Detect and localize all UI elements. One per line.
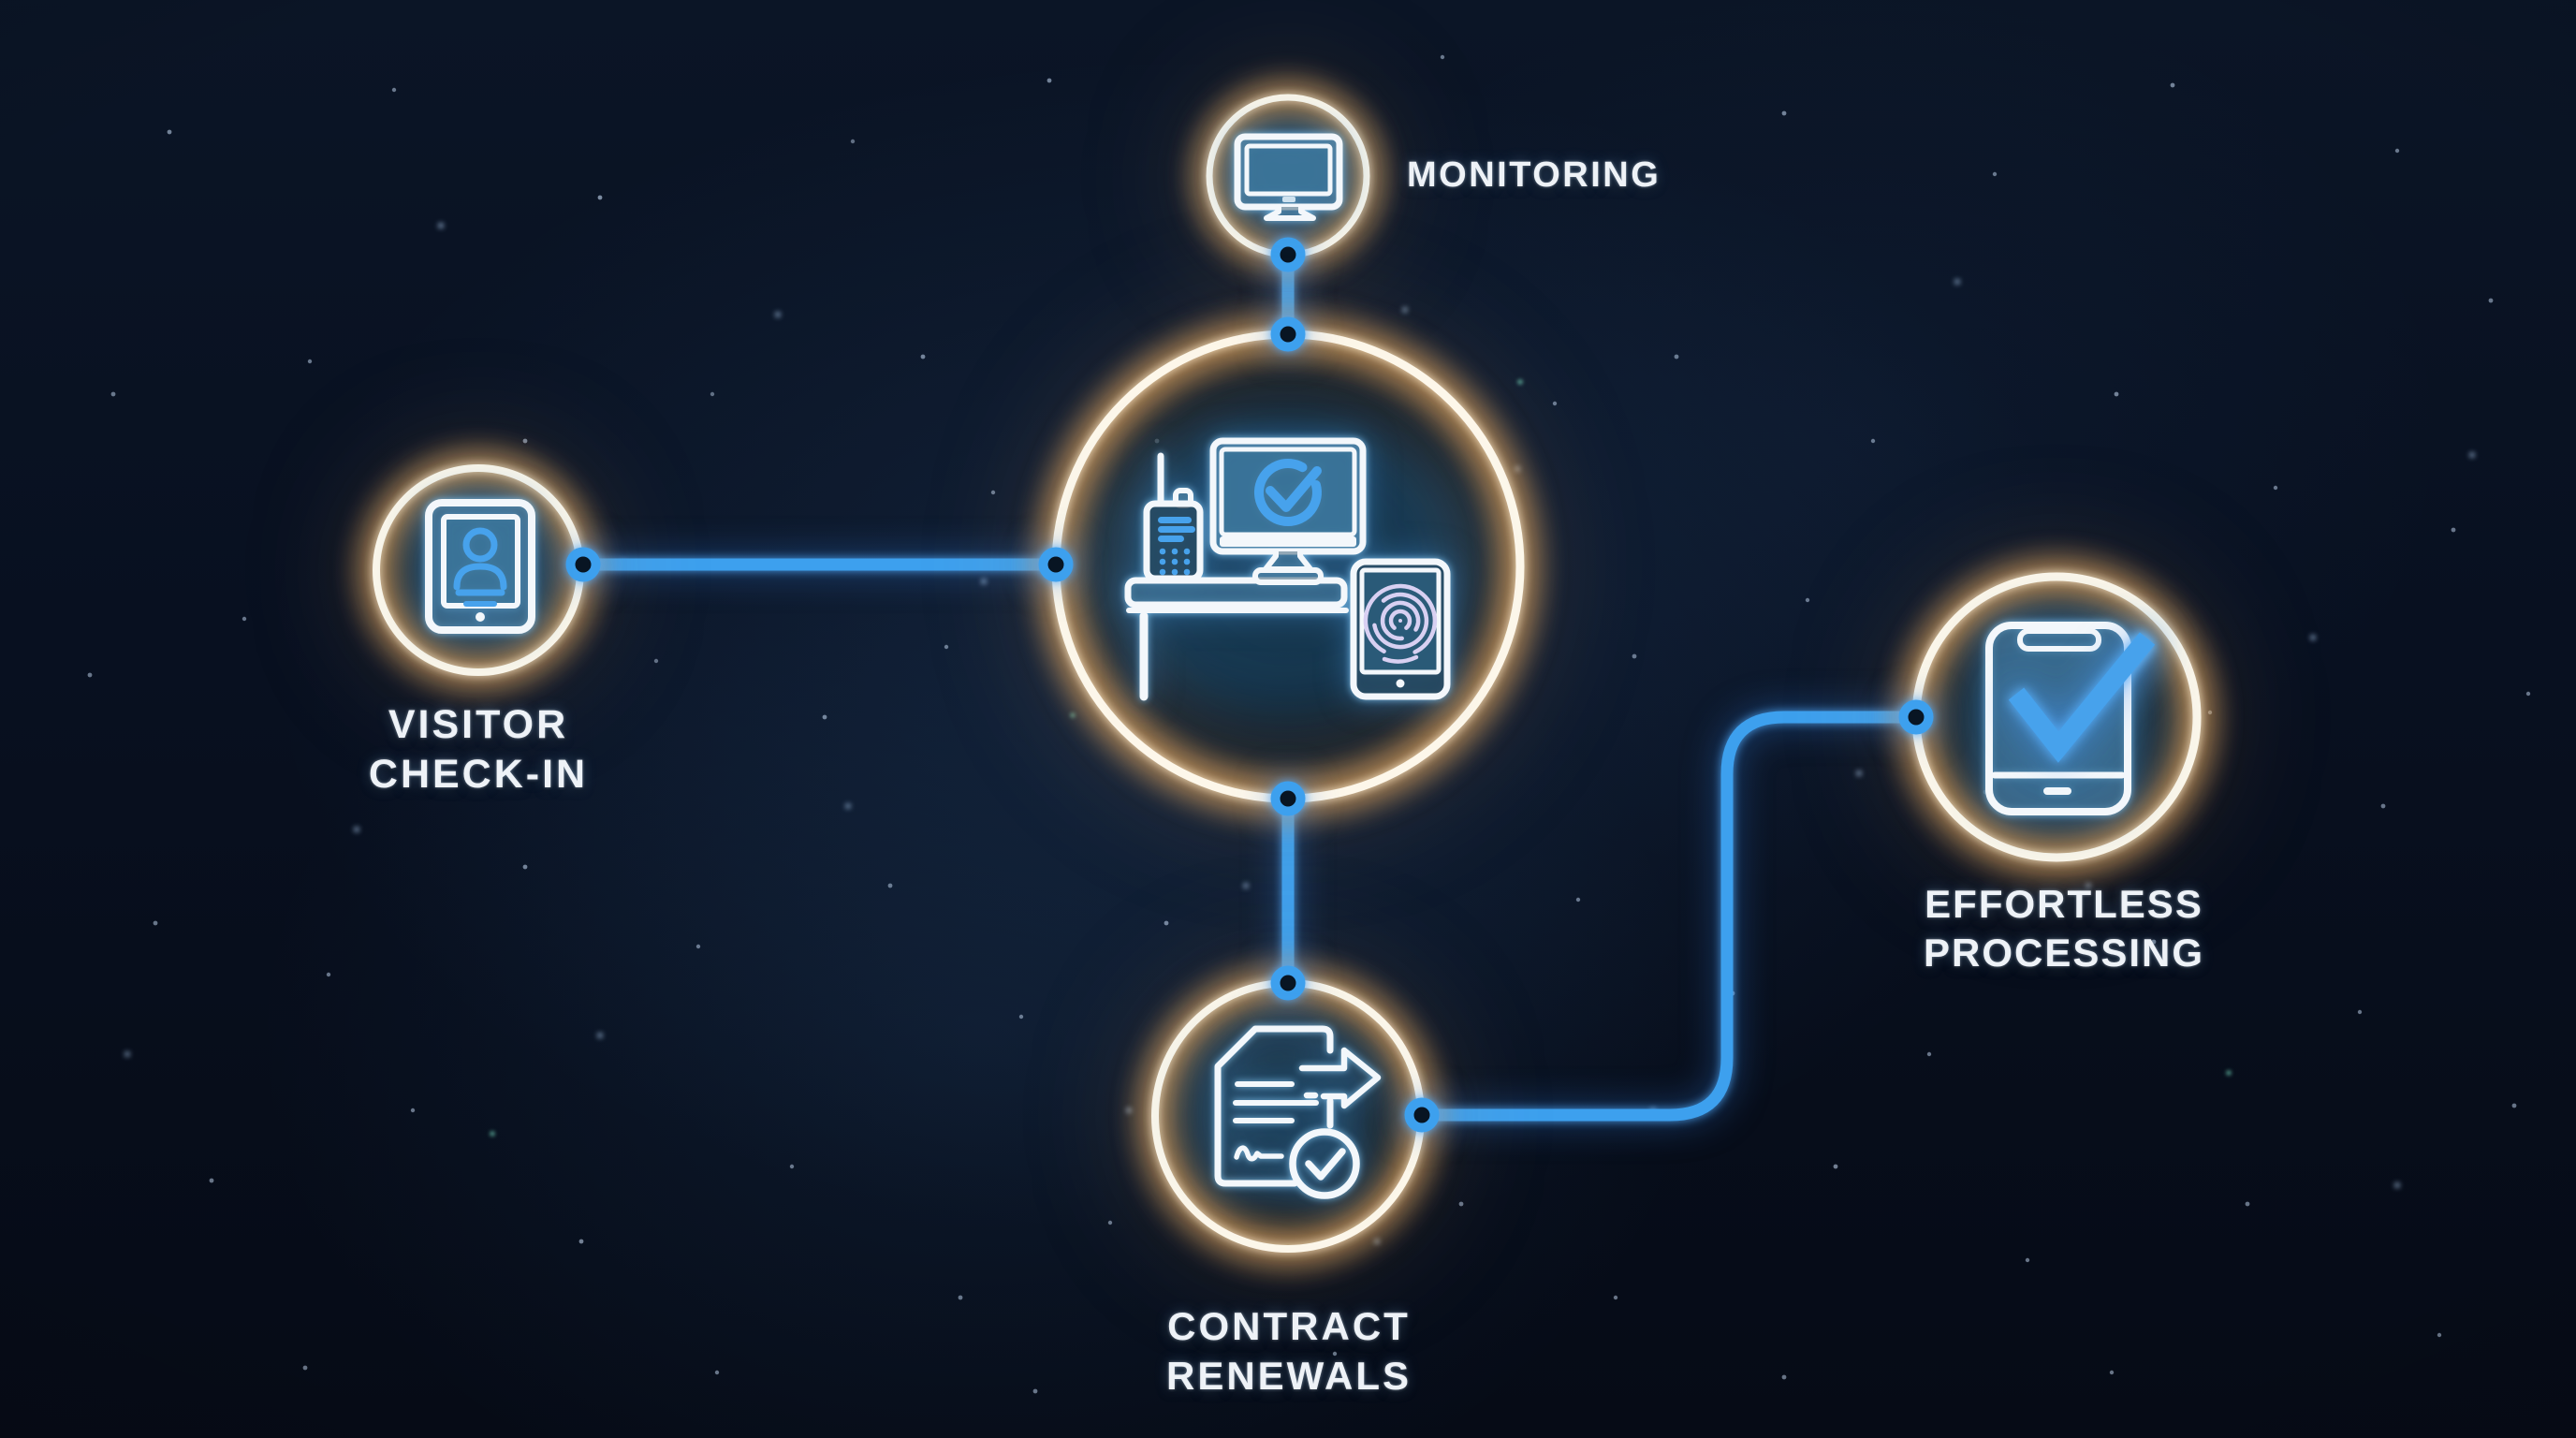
node-label-monitoring: MONITORING (1407, 155, 1661, 195)
monitor-base (1252, 567, 1324, 585)
connector-node-dot (565, 547, 601, 582)
walkie-keypad-dots (1159, 548, 1191, 576)
connector-node-dot (1270, 965, 1306, 1001)
node-label-visitor-check-in: VISITOR CHECK-IN (235, 700, 722, 800)
connector-node-dot (1270, 316, 1306, 352)
label-line: VISITOR (388, 702, 569, 747)
label-line: PROCESSING (1923, 931, 2205, 975)
visitor-tablet-icon (425, 499, 535, 634)
connector-node-dot (1404, 1097, 1440, 1133)
tablet-home-button (1396, 679, 1405, 688)
label-line: CONTRACT (1167, 1304, 1411, 1348)
monitor-logo-notch (1282, 197, 1295, 202)
label-line: CHECK-IN (368, 752, 589, 797)
node-label-contract-renewals: CONTRACT RENEWALS (1036, 1301, 1542, 1401)
tablet-home-button (476, 612, 485, 622)
desktop-monitor-icon (1234, 133, 1343, 221)
label-line: EFFORTLESS (1925, 882, 2203, 926)
phone-body (1985, 622, 2131, 815)
node-label-effortless-processing: EFFORTLESS PROCESSING (1811, 880, 2317, 977)
connector-node-dot (1038, 547, 1074, 582)
connector-node-dot (1270, 781, 1306, 816)
label-line: RENEWALS (1165, 1354, 1412, 1398)
smartphone-checkmark-icon (1985, 622, 2156, 815)
monitor-screen (1244, 143, 1333, 197)
phone-home-bar (2043, 787, 2071, 795)
connector-node-dot (1270, 237, 1306, 272)
fingerprint-tablet-icon (1350, 558, 1451, 700)
connector-node-dot (1898, 699, 1934, 735)
